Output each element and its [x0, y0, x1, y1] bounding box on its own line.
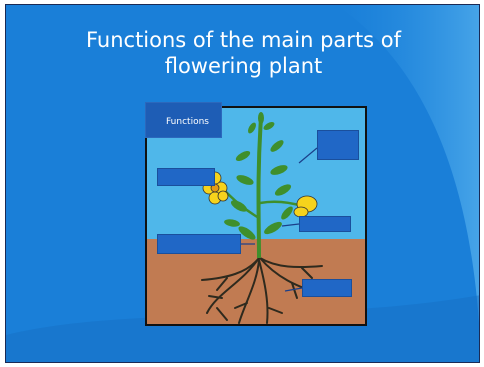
plant-diagram	[145, 106, 367, 326]
title-line-2: flowering plant	[6, 53, 480, 79]
pointer-lines	[147, 108, 367, 326]
functions-label-box: Functions	[145, 102, 222, 138]
title-line-1: Functions of the main parts of	[6, 27, 480, 53]
slide-title: Functions of the main parts of flowering…	[6, 27, 480, 79]
functions-label: Functions	[166, 117, 209, 127]
